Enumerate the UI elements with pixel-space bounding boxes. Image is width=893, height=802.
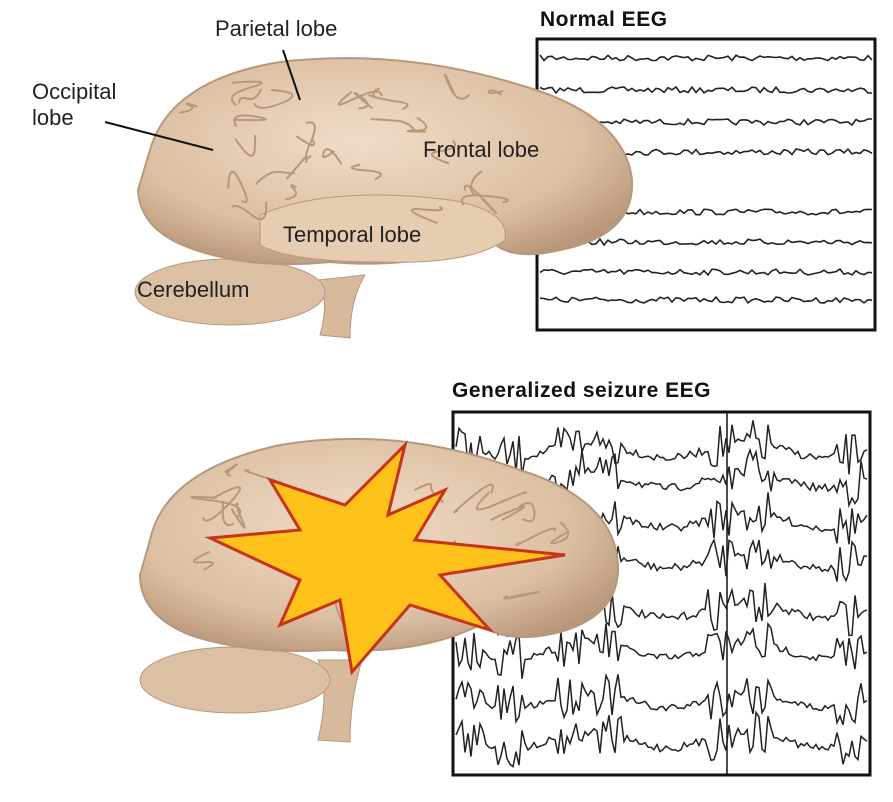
brain-fold: [370, 118, 417, 133]
brain-fold: [453, 483, 494, 514]
brain-fold: [460, 194, 510, 206]
brain-fold: [372, 87, 381, 99]
eeg-trace: [455, 710, 868, 768]
eeg-trace: [540, 237, 873, 247]
brain-fold: [518, 502, 536, 523]
brain-fold: [285, 184, 298, 201]
brain-fold: [406, 116, 428, 133]
seizure-eeg-title: Generalized seizure EEG: [452, 379, 711, 402]
brain-fold: [304, 121, 316, 160]
temporal-lobe-shape: [259, 194, 506, 263]
brainstem: [317, 274, 366, 339]
label-occipital-lobe-line2: lobe: [32, 105, 74, 130]
brain-fold: [443, 73, 471, 100]
brain-fold: [337, 90, 383, 106]
seizure-burst-icon: [204, 440, 566, 676]
eeg-trace: [455, 420, 868, 476]
label-cerebellum: Cerebellum: [137, 277, 250, 302]
brain-fold: [238, 88, 262, 104]
brain-fold: [255, 170, 296, 186]
brain-fold: [350, 163, 382, 181]
brain-fold: [221, 501, 235, 527]
brain-fold: [487, 89, 504, 96]
eeg-trace: [539, 295, 873, 305]
brain-fold: [192, 550, 215, 571]
brain-fold: [179, 102, 198, 114]
occipital-pointer: [104, 121, 214, 151]
brain-fold: [430, 139, 457, 165]
brain-fold: [490, 505, 526, 522]
normal-eeg-title: Normal EEG: [540, 8, 668, 31]
brain-fold: [190, 496, 242, 518]
brain-fold: [296, 135, 316, 147]
eeg-trace: [539, 85, 873, 95]
brain-illustration-top: [134, 57, 634, 339]
brain-illustration-bottom: [138, 437, 620, 743]
label-frontal-lobe: Frontal lobe: [423, 137, 540, 162]
brain-fold: [227, 170, 248, 203]
brain-fold: [475, 491, 528, 511]
brain-fold: [515, 527, 557, 546]
brain-fold: [231, 80, 263, 107]
eeg-trace: [455, 621, 868, 679]
label-parietal-lobe: Parietal lobe: [215, 16, 338, 41]
brain-fold: [224, 463, 238, 477]
eeg-trace: [539, 268, 873, 277]
brain-fold: [253, 88, 294, 109]
brain-fold: [503, 590, 541, 600]
brain-folds: [179, 73, 510, 225]
brain-fold: [470, 170, 483, 197]
brain-fold: [233, 114, 267, 128]
brain-fold: [368, 94, 409, 111]
eeg-trace: [455, 673, 868, 726]
eeg-trace: [539, 54, 873, 62]
brain-fold: [410, 205, 444, 225]
brain-fold: [202, 486, 242, 522]
cerebellum-shape: [139, 646, 331, 714]
brain-fold: [322, 148, 343, 165]
cerebrum-shape: [136, 57, 634, 266]
brain-fold: [550, 521, 570, 545]
brain-fold: [463, 184, 498, 215]
parietal-pointer: [282, 49, 301, 101]
brain-fold: [234, 134, 257, 157]
brain-fold: [231, 201, 268, 221]
brain-fold: [230, 502, 246, 529]
label-temporal-lobe: Temporal lobe: [283, 222, 422, 247]
label-occipital-lobe-line1: Occipital: [32, 79, 117, 104]
